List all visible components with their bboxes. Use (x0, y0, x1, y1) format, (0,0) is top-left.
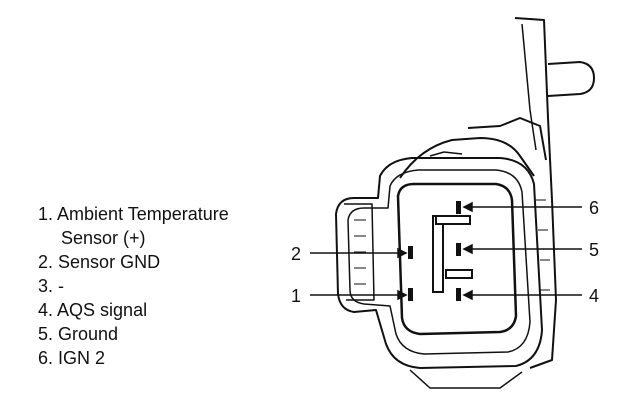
leader-arrow-4 (462, 289, 473, 301)
callout-5: 5 (589, 240, 599, 260)
housing-right-ribs (536, 199, 550, 291)
legend-text: Sensor (+) (61, 228, 146, 248)
connector-face (396, 182, 518, 336)
housing-upper-contour (399, 137, 535, 179)
legend-number: 1. (38, 204, 54, 224)
legend-item-5: 5. Ground (38, 322, 288, 346)
legend-item-1-continued: Sensor (+) (38, 226, 288, 250)
bracket-inner-edge (521, 23, 537, 151)
legend-number: 2. (38, 252, 54, 272)
legend-number: 5. (38, 324, 54, 344)
callout-1: 1 (291, 286, 301, 306)
bracket-peg (547, 61, 595, 97)
pin-4-terminal (456, 288, 461, 301)
legend-item-4: 4. AQS signal (38, 298, 288, 322)
callout-2: 2 (291, 244, 301, 264)
pin-legend: 1. Ambient Temperature Sensor (+) 2. Sen… (38, 202, 288, 370)
legend-text: Ground (58, 324, 119, 344)
legend-number: 6. (38, 348, 54, 368)
housing-top (467, 117, 547, 161)
legend-item-3: 3. - (38, 274, 288, 298)
legend-number: 3. (38, 276, 54, 296)
callout-4: 4 (589, 286, 599, 306)
callout-6: 6 (589, 198, 599, 218)
housing-upper-ridge (429, 151, 463, 157)
leader-arrow-1 (397, 289, 408, 301)
legend-text: - (58, 276, 65, 296)
legend-item-6: 6. IGN 2 (38, 346, 288, 370)
leader-arrow-5 (462, 243, 473, 255)
pin-5-terminal (456, 243, 461, 256)
pin-1-terminal (408, 288, 413, 301)
legend-item-2: 2. Sensor GND (38, 250, 288, 274)
legend-item-1: 1. Ambient Temperature (38, 202, 288, 226)
key-rib-vertical (432, 215, 444, 293)
key-rib-top (435, 215, 471, 225)
legend-text: IGN 2 (58, 348, 106, 368)
mounting-bracket (514, 17, 557, 369)
legend-text: Sensor GND (58, 252, 161, 272)
latch-ribs (354, 219, 366, 285)
legend-number: 4. (38, 300, 54, 320)
connector-shell-inner (347, 169, 531, 355)
connector-shell-outer (335, 157, 543, 369)
legend-text: AQS signal (57, 300, 148, 320)
legend-text: Ambient Temperature (57, 204, 229, 224)
leader-arrow-6 (462, 201, 473, 213)
latch-tab (344, 203, 375, 301)
key-rib-bottom (445, 269, 473, 279)
pin-6-terminal (456, 201, 461, 214)
leader-arrow-2 (397, 247, 408, 259)
housing-bottom-lip (409, 369, 523, 389)
pin-2-terminal (408, 246, 413, 259)
